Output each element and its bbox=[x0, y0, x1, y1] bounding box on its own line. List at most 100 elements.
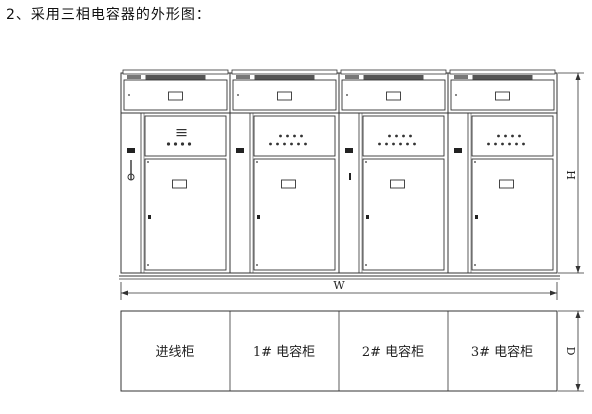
indicator-lamp bbox=[487, 142, 490, 146]
lower-door-window bbox=[281, 179, 296, 189]
indicator-lamp bbox=[413, 142, 416, 146]
indicator-lamp bbox=[187, 142, 192, 146]
operating-handle-knob bbox=[127, 173, 135, 181]
top-door-hinge bbox=[237, 94, 239, 96]
indicator-lamp bbox=[304, 142, 307, 146]
cabinet-cornice bbox=[449, 69, 556, 75]
indicator-lamp bbox=[399, 142, 402, 146]
width-dimension: W bbox=[120, 279, 558, 300]
indicator-lamp bbox=[286, 134, 289, 138]
top-door-window bbox=[495, 91, 510, 101]
top-door bbox=[450, 79, 555, 111]
width-label: W bbox=[333, 279, 345, 292]
cabinet-frame bbox=[229, 72, 340, 274]
indicator-lamp bbox=[406, 142, 409, 146]
logo-plate bbox=[127, 75, 141, 79]
door-lock bbox=[257, 215, 260, 219]
cabinet-cornice bbox=[340, 69, 447, 75]
cabinet-frame bbox=[447, 72, 558, 274]
door-lock bbox=[366, 215, 369, 219]
top-door bbox=[123, 79, 228, 111]
indicator-lamp bbox=[283, 142, 286, 146]
top-door bbox=[341, 79, 446, 111]
indicator-lamp bbox=[515, 142, 518, 146]
logo-plate bbox=[345, 75, 359, 79]
name-plate bbox=[363, 75, 424, 80]
plan-label-incoming: 进线柜 bbox=[155, 345, 194, 360]
door-hinge bbox=[474, 161, 476, 163]
indicator-lamp bbox=[300, 134, 303, 138]
lower-door bbox=[362, 158, 445, 271]
meter-mark bbox=[176, 135, 187, 137]
meter-mark bbox=[176, 132, 187, 134]
cabinet-cornice bbox=[122, 69, 229, 75]
cabinet-front-3 bbox=[338, 69, 449, 274]
meter-panel bbox=[362, 115, 445, 157]
indicator-lamp bbox=[402, 134, 405, 138]
indicator-lamp bbox=[518, 134, 521, 138]
meter-panel bbox=[253, 115, 336, 157]
cabinet-frame bbox=[120, 72, 231, 274]
indicator-lamp bbox=[385, 142, 388, 146]
meter-mark bbox=[176, 129, 187, 131]
lower-door-window bbox=[390, 179, 405, 189]
top-door bbox=[232, 79, 337, 111]
indicator-lamp bbox=[508, 142, 511, 146]
cabinet-front-4 bbox=[447, 69, 558, 274]
door-hinge bbox=[365, 161, 367, 163]
top-door-window bbox=[168, 91, 183, 101]
indicator-lamp bbox=[269, 142, 272, 146]
indicator-lamp bbox=[180, 142, 185, 146]
cabinet-frame bbox=[338, 72, 449, 274]
logo-plate bbox=[236, 75, 250, 79]
door-hinge bbox=[256, 264, 258, 266]
top-door-hinge bbox=[455, 94, 457, 96]
cabinet-front-1 bbox=[120, 69, 231, 274]
indicator-lamp bbox=[276, 142, 279, 146]
indicator-lamp bbox=[497, 134, 500, 138]
door-hinge bbox=[147, 264, 149, 266]
top-door-window bbox=[386, 91, 401, 101]
indicator-lamp bbox=[409, 134, 412, 138]
side-indicator bbox=[345, 148, 353, 153]
side-indicator bbox=[236, 148, 244, 153]
page-heading: 2、采用三相电容器的外形图： bbox=[6, 7, 211, 23]
lower-door bbox=[253, 158, 336, 271]
lower-door-window bbox=[499, 179, 514, 189]
height-dimension: H bbox=[558, 72, 584, 274]
lower-door-window bbox=[172, 179, 187, 189]
plan-label-capacitor-2: 2# 电容柜 bbox=[362, 344, 424, 360]
cabinet-front-views bbox=[120, 69, 558, 274]
logo-plate bbox=[454, 75, 468, 79]
indicator-lamp bbox=[501, 142, 504, 146]
meter-panel bbox=[144, 115, 227, 157]
top-door-hinge bbox=[346, 94, 348, 96]
indicator-lamp bbox=[388, 134, 391, 138]
name-plate bbox=[254, 75, 315, 80]
plan-label-capacitor-1: 1# 电容柜 bbox=[253, 344, 315, 360]
indicator-lamp bbox=[378, 142, 381, 146]
door-hinge bbox=[474, 264, 476, 266]
indicator-lamp bbox=[290, 142, 293, 146]
indicator-lamp bbox=[293, 134, 296, 138]
lower-door bbox=[471, 158, 554, 271]
door-lock bbox=[148, 215, 151, 219]
cabinet-front-2 bbox=[229, 69, 340, 274]
side-indicator bbox=[454, 148, 462, 153]
cabinet-cornice bbox=[231, 69, 338, 75]
indicator-lamp bbox=[297, 142, 300, 146]
indicator-lamp bbox=[173, 142, 178, 146]
depth-dimension: D bbox=[558, 310, 584, 392]
indicator-lamp bbox=[494, 142, 497, 146]
indicator-lamp bbox=[522, 142, 525, 146]
indicator-lamp bbox=[392, 142, 395, 146]
meter-panel bbox=[471, 115, 554, 157]
height-label: H bbox=[564, 170, 577, 180]
door-lock bbox=[475, 215, 478, 219]
door-hinge bbox=[365, 264, 367, 266]
door-hinge bbox=[147, 161, 149, 163]
indicator-lamp bbox=[395, 134, 398, 138]
name-plate bbox=[472, 75, 533, 80]
indicator-lamp bbox=[511, 134, 514, 138]
